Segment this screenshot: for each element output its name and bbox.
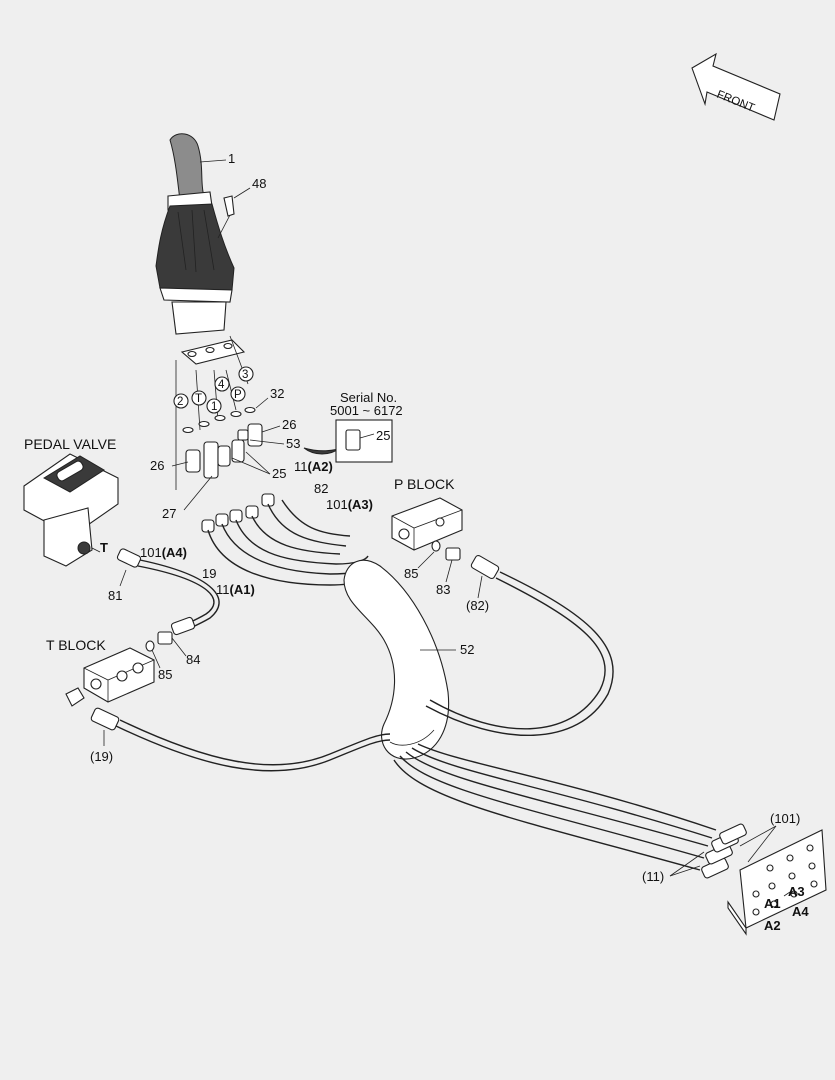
callout-19-ref: (19) [90,749,113,764]
valve-port-stack [171,335,285,533]
port-t-label: T [100,540,108,555]
serial-number-inset [303,419,393,463]
callout-32: 32 [270,386,284,401]
callout-11-ref: (11) [642,869,664,884]
connector-bracket [669,823,827,936]
callout-19: 19 [202,566,216,581]
callout-26b: 26 [150,458,164,473]
p-block-title: P BLOCK [394,476,455,492]
callout-101-ref: (101) [770,811,800,826]
t-block-title: T BLOCK [46,637,106,653]
callout-101-a4: 101(A4) [140,545,187,560]
callout-25b: 25 [272,466,286,481]
callout-1: 1 [228,151,235,166]
port-a2-label: A2 [764,918,781,933]
labels: PEDAL VALVE P BLOCK T BLOCK Serial No. 5… [24,390,809,933]
t-block [65,631,391,772]
port-a1-label: A1 [764,896,781,911]
callout-85b: 85 [158,667,172,682]
front-direction-arrow: FRONT [691,52,781,121]
serial-range: 5001 ~ 6172 [330,403,403,418]
callout-11-a1: 11(A1) [216,582,255,597]
p-block [391,497,463,583]
hose-82 [425,554,614,737]
pedal-valve [23,453,119,567]
callout-27: 27 [162,506,176,521]
callout-48: 48 [252,176,266,191]
hose-81 [116,548,220,636]
callout-11-a2: 11(A2) [294,459,333,474]
callout-25a: 25 [376,428,390,443]
callouts: 1 48 32 26 53 25 25 26 27 11(A2) 82 101(… [90,151,800,884]
marker-1: 1 [211,401,217,413]
marker-3: 3 [242,369,248,381]
hose-bundle-lower [393,743,717,871]
callout-84: 84 [186,652,200,667]
callout-83: 83 [436,582,450,597]
port-a4-label: A4 [792,904,809,919]
callout-101-a3: 101(A3) [326,497,373,512]
port-a3-label: A3 [788,884,805,899]
callout-81: 81 [108,588,122,603]
marker-2: 2 [177,396,183,408]
callout-82: 82 [314,481,328,496]
callout-52: 52 [460,642,474,657]
marker-t: T [195,393,202,405]
marker-4: 4 [218,379,225,391]
callout-53: 53 [286,436,300,451]
callout-85a: 85 [404,566,418,581]
joystick-lever [155,133,251,335]
port-markers: 2 T 1 4 P 3 [177,369,248,413]
callout-26a: 26 [282,417,296,432]
callout-82-ref: (82) [466,598,489,613]
marker-p: P [234,389,242,401]
serial-title: Serial No. [340,390,397,405]
hose-grommet-52 [343,559,456,760]
pedal-valve-title: PEDAL VALVE [24,436,116,452]
